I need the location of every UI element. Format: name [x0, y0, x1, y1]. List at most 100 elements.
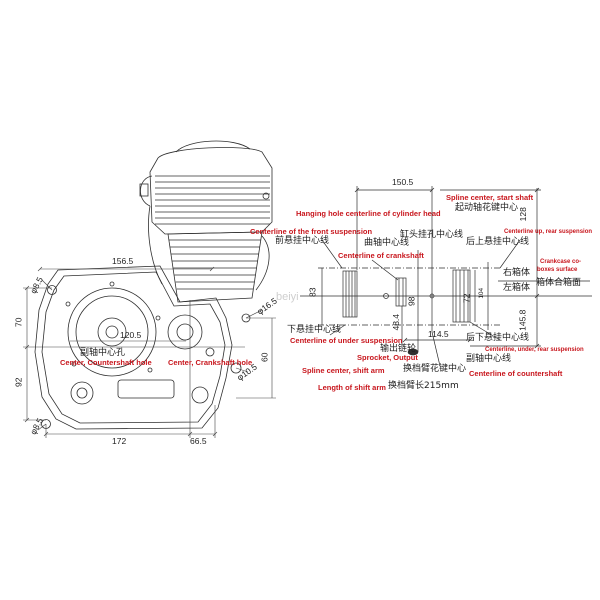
crankshaft-cover-outer: [167, 314, 203, 350]
tick: [354, 187, 360, 193]
cylinder-head-fins: [155, 175, 270, 225]
leader-line: [41, 279, 53, 291]
cylinder-head-outline: [149, 147, 273, 235]
cylinder-block-fins: [168, 239, 261, 290]
cover-bolt: [71, 361, 77, 367]
cover-bolt: [65, 301, 71, 307]
dim-83: 83: [307, 287, 318, 297]
label-zh-start-shaft-spline-center: 起动轴花键中心: [455, 203, 519, 213]
tick: [402, 337, 408, 343]
crankcase-inner-outline: [41, 271, 226, 424]
label-crankcase-surface-line2: boxes surface: [537, 267, 578, 273]
label-crankcase-surface-line1: Crankcase co-: [540, 259, 582, 265]
dim-172: 172: [112, 436, 127, 446]
dim-92: 92: [13, 377, 24, 387]
cover-bolt: [147, 367, 153, 373]
dim-70: 70: [13, 317, 24, 327]
label-zh-right-case: 右箱体: [503, 268, 531, 278]
clutch-center: [105, 325, 119, 339]
label-zh-rear-upper-suspension: 后上悬挂中心线: [466, 237, 530, 247]
front-suspension-shaft: [342, 270, 358, 318]
tick: [429, 187, 435, 193]
engine-side-view: [23, 140, 276, 438]
label-zh-rear-lower-suspension: 后下悬挂中心线: [466, 333, 530, 343]
tick: [209, 266, 215, 272]
start-shaft-center-mark: [429, 293, 435, 299]
shaft-position-layout: [300, 186, 592, 367]
cylinder-bracket: [255, 235, 270, 291]
cylinder-head: [139, 140, 273, 235]
tick: [24, 285, 30, 291]
label-hanging-hole-centerline: Hanging hole centerline of cylinder head: [296, 209, 441, 218]
dim-98: 98: [406, 296, 417, 306]
label-spline-center-start-shaft: Spline center, start shaft: [446, 193, 534, 202]
dim-72: 72: [461, 293, 472, 303]
label-sprocket-output: Sprocket, Output: [357, 353, 418, 362]
leader-line: [321, 239, 343, 269]
leader-line: [499, 239, 521, 269]
label-centerline-countershaft: Centerline of countershaft: [469, 369, 563, 378]
mount-hole-right-lower: [230, 362, 242, 374]
head-bolt: [262, 192, 270, 200]
leader-line: [37, 423, 47, 431]
left-dimension-lines: [23, 266, 276, 438]
cover-bolt: [109, 281, 115, 287]
intake-port: [140, 175, 153, 207]
tick: [37, 266, 43, 272]
label-zh-left-case: 左箱体: [503, 283, 531, 293]
label-centerline-under-rear-suspension: Centerline, under, rear suspension: [485, 347, 584, 353]
dim-120-5: 120.5: [120, 330, 142, 340]
dim-60: 60: [259, 352, 270, 362]
crankshaft-end: [395, 277, 407, 307]
label-centerline-front-suspension: Centerline of the front suspension: [250, 227, 373, 236]
tick: [212, 431, 218, 437]
label-zh-shift-arm-spline-center: 换档臂花键中心: [403, 364, 467, 374]
label-centerline-under-suspension: Centerline of under suspension: [290, 336, 403, 345]
dim-145-8: 145.8: [517, 309, 528, 331]
tick: [24, 344, 30, 350]
label-zh-output-sprocket: 输出链轮: [380, 344, 417, 354]
tick: [43, 431, 49, 437]
label-zh-crankshaft-centerline: 曲轴中心线: [364, 238, 410, 248]
label-zh-lower-suspension: 下悬挂中心线: [287, 325, 342, 335]
dim-104: 104: [478, 287, 486, 299]
shaft-hatching: [345, 270, 469, 322]
tick: [534, 343, 540, 349]
leader-line: [329, 324, 346, 336]
spline-center-mark: [383, 293, 389, 299]
oil-filter-center: [76, 387, 88, 399]
tick: [467, 337, 473, 343]
dim-66-5: 66.5: [190, 436, 207, 446]
mount-hole-top: [47, 285, 57, 295]
leader-line: [235, 367, 249, 373]
clutch-cover-inner: [75, 295, 149, 369]
label-zh-shift-arm-length: 换档臂长215mm: [388, 381, 459, 391]
dim-48-4: 48.4: [391, 313, 402, 331]
rear-suspension-shaft: [452, 269, 471, 323]
leader-line: [245, 309, 263, 319]
cylinder-block-outline: [167, 231, 263, 303]
drain-plug: [191, 386, 209, 404]
label-zh-cylinder-head-hanging-hole: 缸头挂孔中心线: [400, 230, 464, 240]
label-zh-front-suspension-centerline: 前悬挂中心线: [275, 236, 330, 246]
spark-plug: [139, 183, 149, 197]
tick: [534, 293, 540, 299]
crankcase: [34, 265, 251, 430]
watermark: beiyi: [276, 291, 299, 303]
tick: [24, 417, 30, 423]
label-center-crankshaft-hole: Center, Crankshaft hole: [168, 358, 253, 367]
name-plate: [117, 379, 175, 399]
label-centerline-up-rear-suspension: Centerline up, rear suspension: [504, 229, 593, 235]
leader-line: [371, 259, 399, 281]
label-center-countershaft-hole: Center, Countershaft hole: [60, 358, 152, 367]
oil-filter-cover: [70, 381, 94, 405]
label-spline-center-shift-arm: Spline center, shift arm: [302, 366, 385, 375]
label-zh-case-joint-surface: 箱体合箱面: [536, 278, 582, 288]
cylinder-block: [148, 205, 270, 303]
tick: [534, 187, 540, 193]
tick: [187, 431, 193, 437]
leader-line: [431, 331, 441, 367]
cover-bolt: [155, 315, 161, 321]
